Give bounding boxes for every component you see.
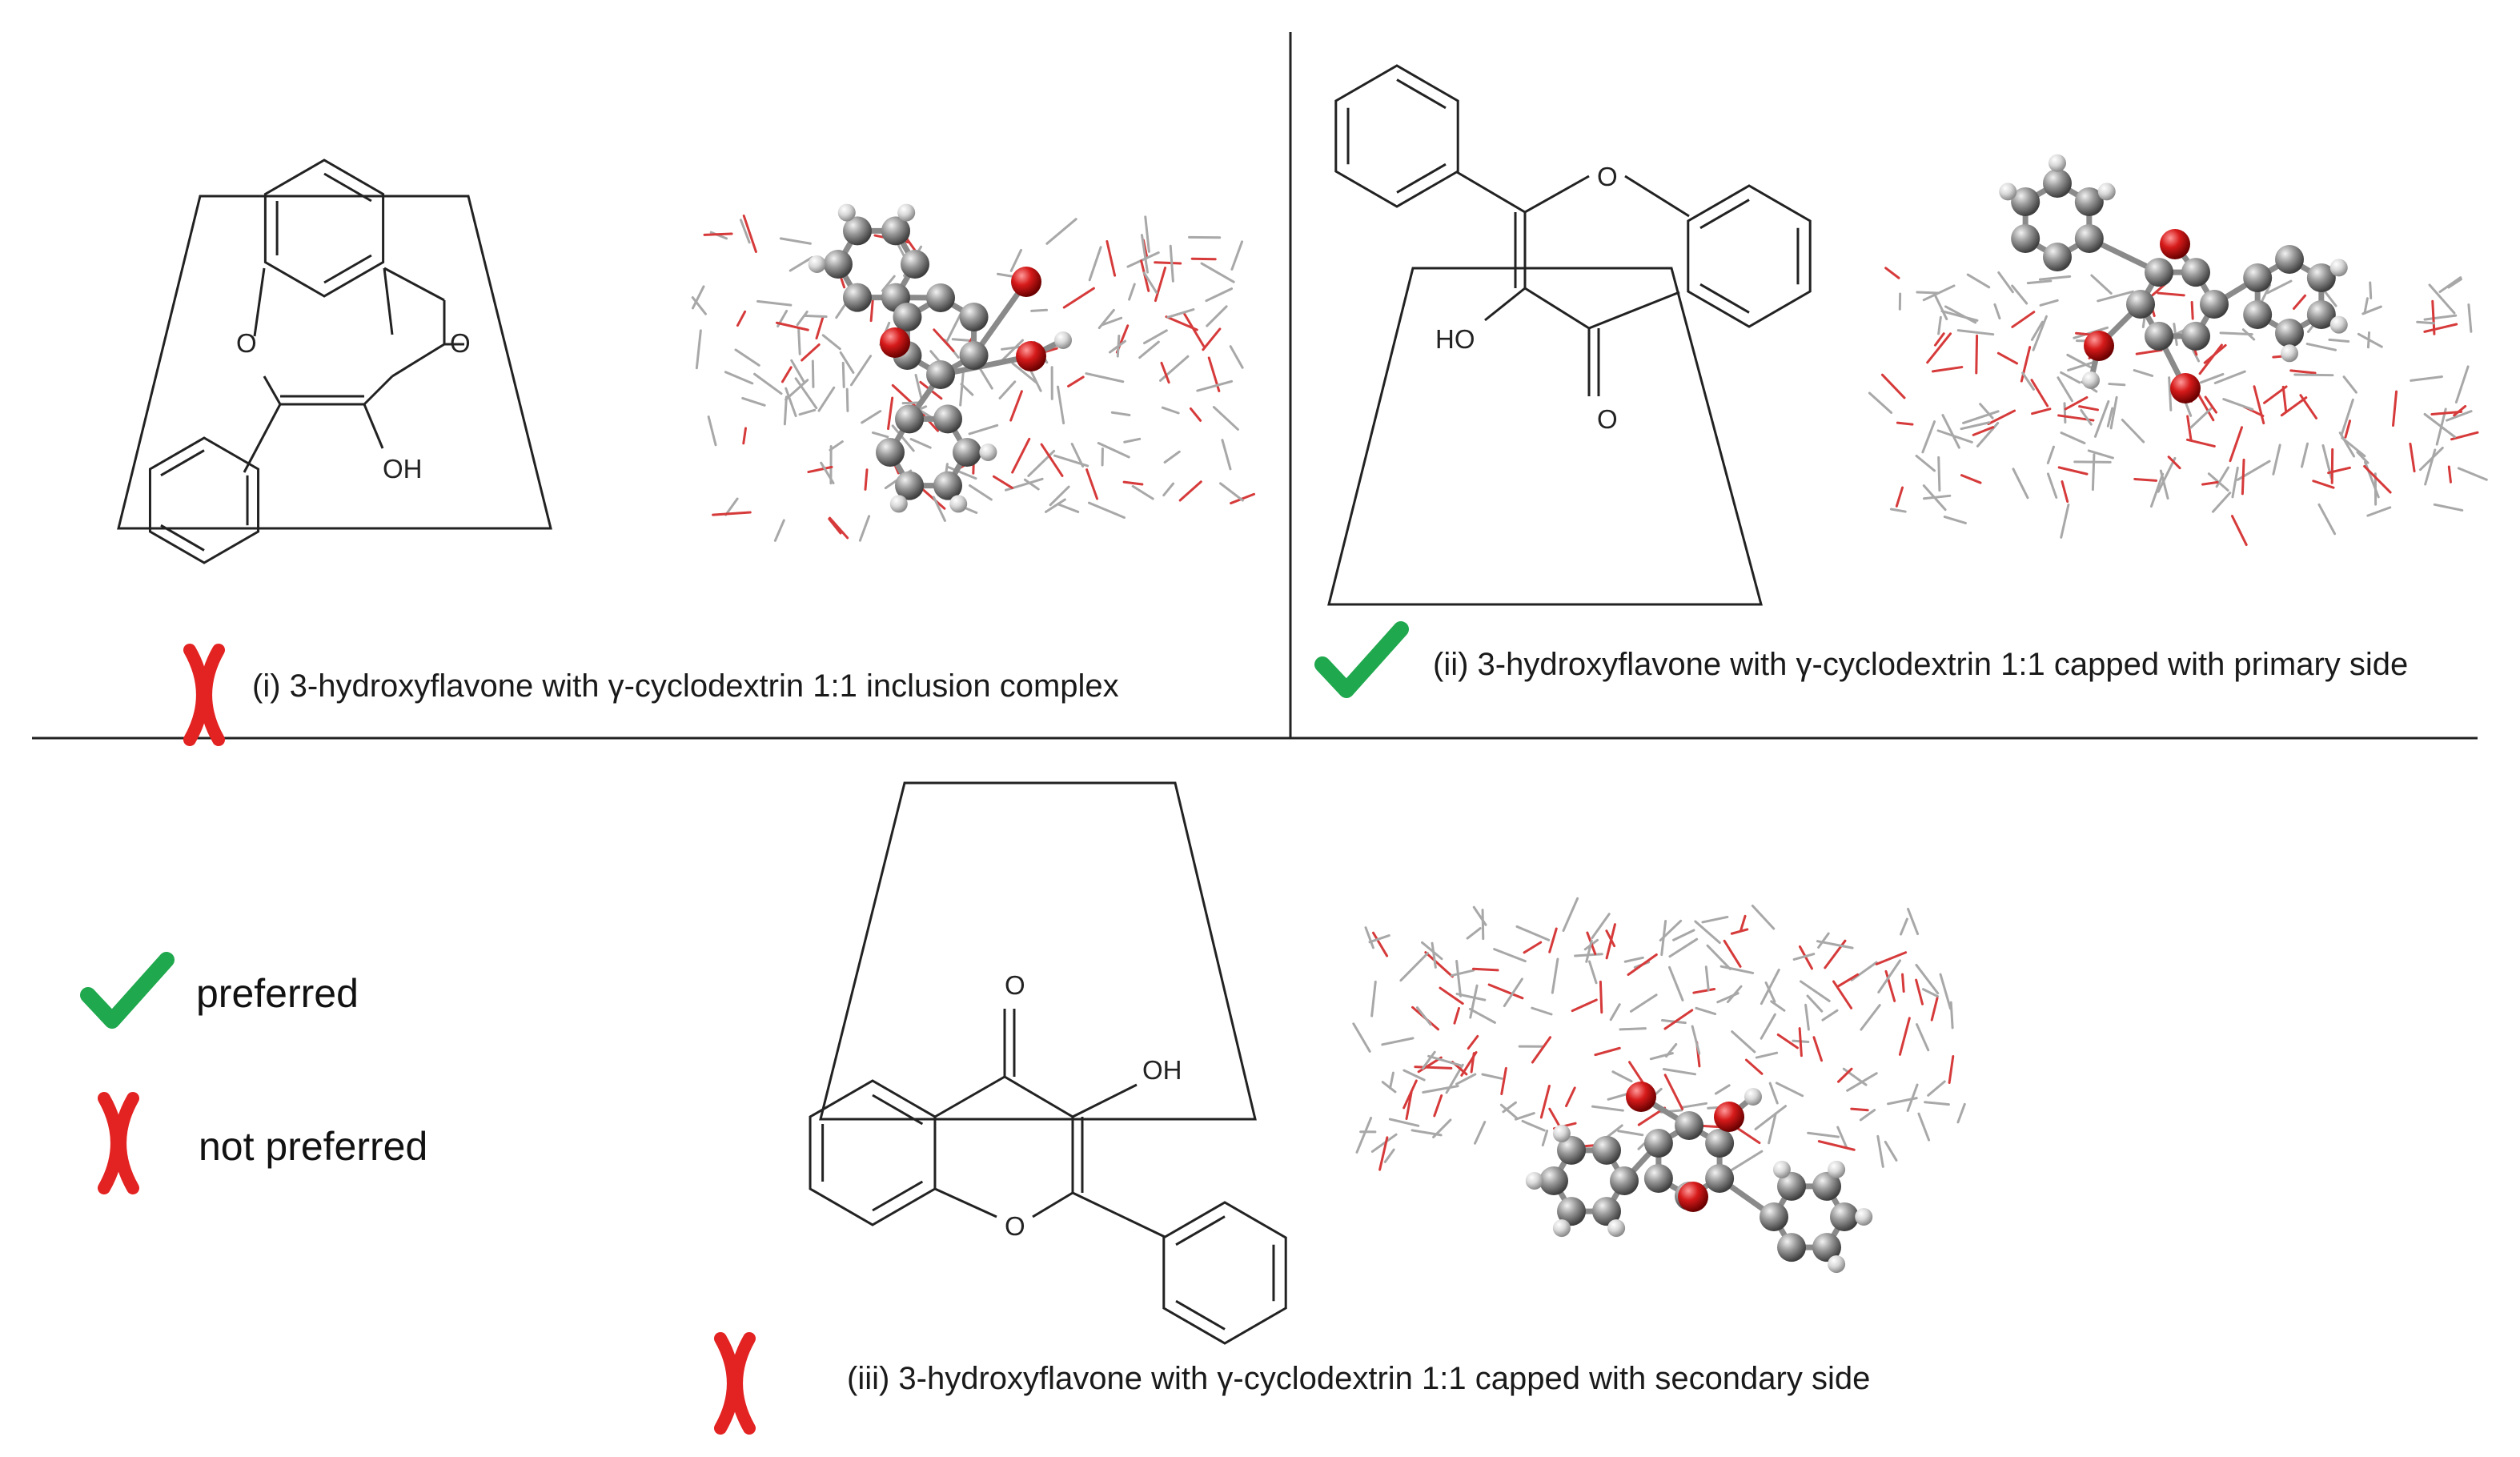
model-3d-iii xyxy=(1352,897,1966,1274)
legend-not-preferred-label: not preferred xyxy=(199,1124,428,1169)
structure-flavone-iii xyxy=(809,1009,1287,1345)
caption-panel-ii: (ii) 3-hydroxyflavone with γ-cyclodextri… xyxy=(1433,647,2409,682)
caption-panel-iii: (iii) 3-hydroxyflavone with γ-cyclodextr… xyxy=(847,1361,1871,1396)
check-icon xyxy=(1314,621,1409,698)
atom-label-carbonyl-o-ii: O xyxy=(1597,404,1618,434)
cyclodextrin-outline-iii xyxy=(819,781,1257,1121)
cross-icon xyxy=(714,1332,756,1435)
atom-label-carbonyl-o-i: O xyxy=(450,328,471,358)
atom-label-oh-iii: OH xyxy=(1142,1055,1182,1085)
legend-preferred-label: preferred xyxy=(196,971,359,1016)
atom-label-oh-i: OH xyxy=(383,454,423,484)
model-3d-ii xyxy=(1868,154,2488,547)
cross-icon xyxy=(183,644,225,746)
atom-label-ho-ii: HO xyxy=(1435,324,1475,354)
structure-flavone-i xyxy=(148,159,464,564)
atom-label-ring-o-i: O xyxy=(236,328,257,358)
atom-label-ring-o-ii: O xyxy=(1597,162,1618,191)
cross-icon xyxy=(98,1092,139,1194)
cyclodextrin-outline-i xyxy=(117,195,552,530)
atom-label-carbonyl-o-iii: O xyxy=(1005,970,1025,1000)
caption-panel-i: (i) 3-hydroxyflavone with γ-cyclodextrin… xyxy=(252,668,1119,704)
structure-flavone-ii xyxy=(1334,64,1812,396)
atom-label-ring-o-iii: O xyxy=(1005,1211,1025,1241)
cyclodextrin-outline-ii xyxy=(1327,267,1763,606)
check-icon xyxy=(80,952,175,1029)
model-3d-i xyxy=(691,203,1256,542)
